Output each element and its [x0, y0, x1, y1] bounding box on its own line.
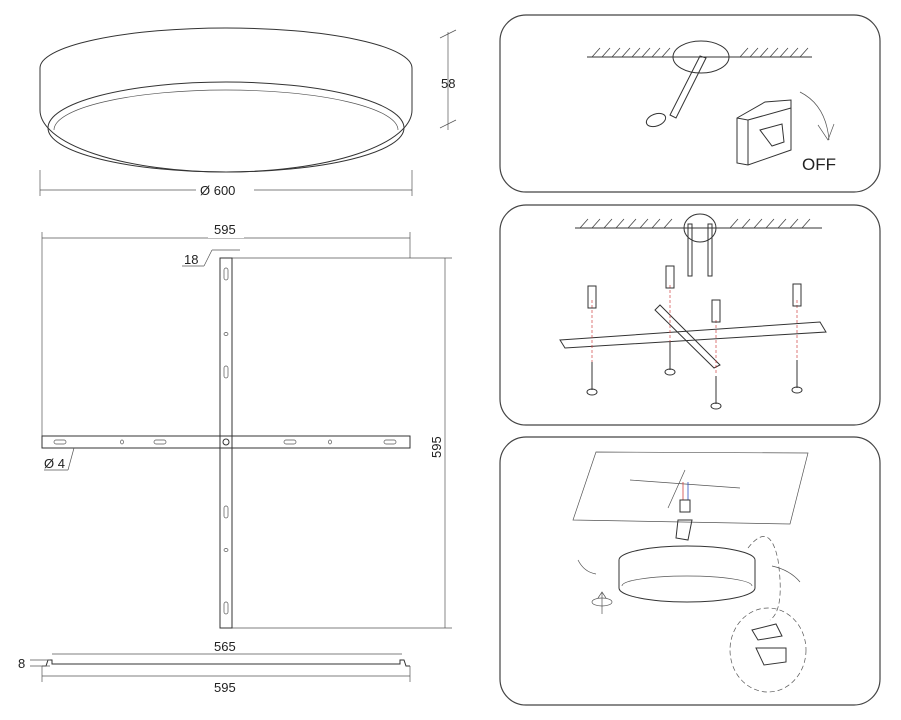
lamp-icon [618, 545, 756, 603]
dimension-height-58: 58 [439, 29, 457, 130]
dim-595-side-label: 595 [429, 436, 444, 458]
step-3-attach-lamp-panel [499, 436, 881, 706]
wall-plug-icons [587, 265, 802, 323]
dim-8-label: 8 [18, 656, 25, 671]
step-2-mount-bracket-panel [499, 204, 881, 426]
detail-magnifier [729, 607, 807, 693]
bracket-side-view: 565 8 595 [18, 639, 411, 695]
cross-bracket-icon [559, 304, 827, 369]
dim-18-label: 18 [184, 252, 198, 267]
driver-icon [675, 519, 693, 541]
dim-595-bottom-label: 595 [214, 680, 236, 695]
screw-icons [586, 342, 803, 410]
rotate-arrow-icon-right [771, 565, 801, 583]
dim-565-label: 565 [214, 639, 236, 654]
step-1-power-off-panel: OFF [499, 14, 881, 193]
rotate-arrow-icon [799, 91, 830, 141]
dimension-diameter-600: Ø 600 [39, 170, 413, 198]
light-switch-icon [736, 99, 792, 166]
dim-4-label: Ø 4 [44, 456, 65, 471]
screwdriver-icon [669, 55, 707, 119]
rotate-arrow-icon-left [577, 559, 597, 575]
rotate-axis-icon [597, 591, 607, 614]
lamp-perspective-view [39, 27, 413, 173]
dim-58-label: 58 [441, 76, 455, 91]
mounting-bracket-plan: 595 595 18 Ø 4 [41, 222, 452, 629]
dim-600-label: Ø 600 [200, 183, 235, 198]
off-label: OFF [802, 155, 836, 174]
dim-595-top-label: 595 [214, 222, 236, 237]
